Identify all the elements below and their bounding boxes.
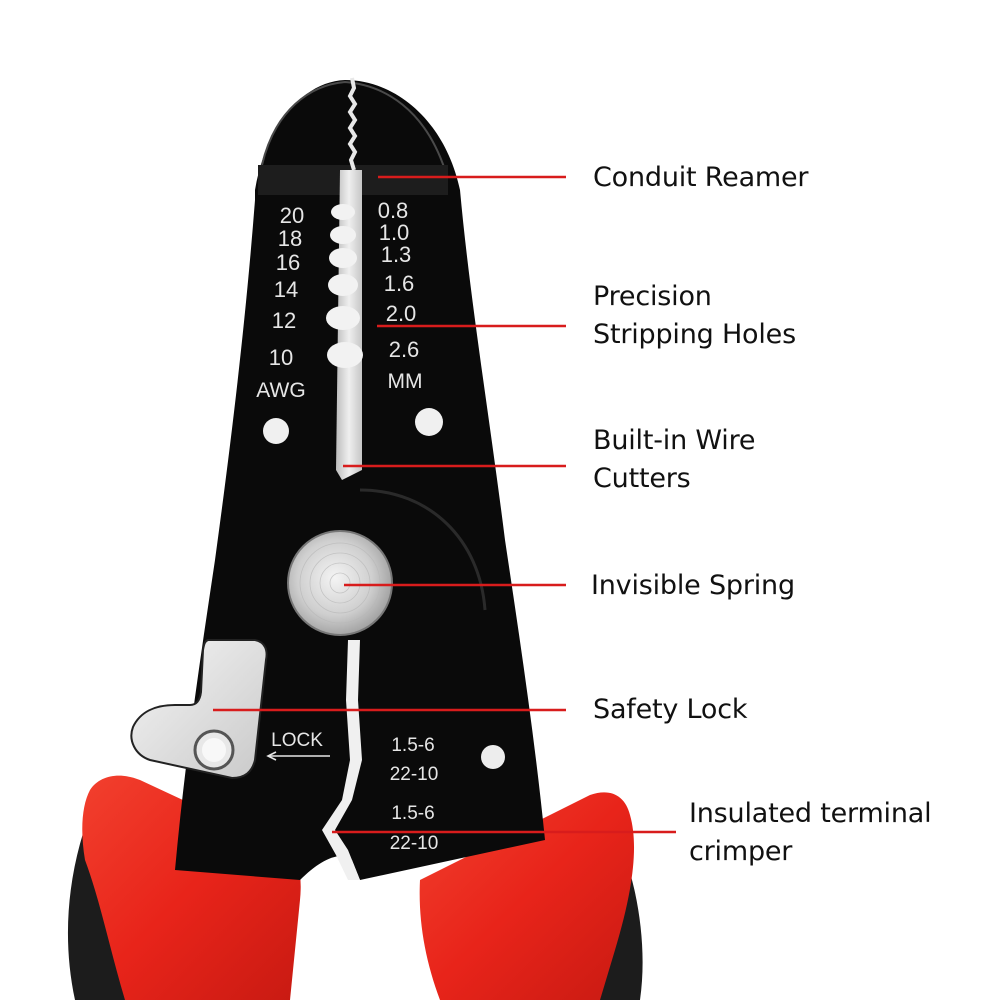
mm-unit: MM xyxy=(388,370,423,393)
right-handle-red xyxy=(419,792,635,1000)
stripping-hole xyxy=(329,248,357,268)
head-dome-highlight xyxy=(261,80,446,171)
stripping-hole xyxy=(330,226,356,244)
awg-unit: AWG xyxy=(256,379,305,402)
callout-lines xyxy=(213,175,676,834)
awg-scale: 20 18 16 14 12 10 AWG xyxy=(256,203,305,402)
callout-text: Stripping Holes xyxy=(593,319,796,350)
awg-value: 16 xyxy=(276,250,300,275)
callout-text: Built-in Wire xyxy=(593,425,756,456)
stripping-hole xyxy=(328,274,358,296)
callout-text: Insulated terminal xyxy=(689,798,932,829)
callout-precision-stripping-holes: Precision Stripping Holes xyxy=(593,278,796,354)
callout-text: Safety Lock xyxy=(593,694,748,725)
mm-value: 2.0 xyxy=(386,301,417,326)
left-arrow-icon xyxy=(266,751,330,761)
pivot-bolt xyxy=(287,530,393,636)
awg-value: 12 xyxy=(272,308,296,333)
lock-marking-text: LOCK xyxy=(271,730,323,751)
rivet-hole-right xyxy=(415,408,443,436)
mm-scale: 0.8 1.0 1.3 1.6 2.0 2.6 MM xyxy=(378,198,423,393)
stripping-holes xyxy=(326,204,363,368)
conduit-reamer-teeth xyxy=(347,77,358,171)
crimp-mm2-value: 1.5-6 xyxy=(391,735,434,756)
awg-value: 14 xyxy=(274,277,298,302)
stripping-hole xyxy=(331,204,355,220)
callout-safety-lock: Safety Lock xyxy=(593,691,748,729)
stripping-hole xyxy=(327,342,363,368)
pivot-bolt-texture xyxy=(299,542,381,624)
mm-value: 1.0 xyxy=(379,220,410,245)
callout-conduit-reamer: Conduit Reamer xyxy=(593,159,809,197)
crimp-awg-value: 22-10 xyxy=(390,833,439,854)
mm-value: 0.8 xyxy=(378,198,409,223)
crimper-jaw-gap xyxy=(322,640,362,880)
callout-text: crimper xyxy=(689,836,793,867)
callout-text: Invisible Spring xyxy=(591,570,795,601)
crimp-markings: 1.5-6 22-10 1.5-6 22-10 xyxy=(390,735,439,854)
crimp-rivet xyxy=(481,745,505,769)
stripping-hole xyxy=(326,306,360,330)
awg-value: 20 xyxy=(280,203,304,228)
callout-text: Conduit Reamer xyxy=(593,162,809,193)
mm-value: 1.3 xyxy=(381,242,412,267)
safety-lock-rivet-inner xyxy=(202,738,226,762)
callout-text: Cutters xyxy=(593,463,691,494)
tool-head-body xyxy=(175,80,545,880)
callout-insulated-terminal-crimper: Insulated terminal crimper xyxy=(689,795,932,871)
callout-text: Precision xyxy=(593,281,712,312)
crimp-awg-value: 22-10 xyxy=(390,764,439,785)
crimp-mm2-value: 1.5-6 xyxy=(391,803,434,824)
mm-value: 2.6 xyxy=(389,337,420,362)
callout-built-in-wire-cutters: Built-in Wire Cutters xyxy=(593,422,755,498)
rivet-hole-left xyxy=(263,418,289,444)
awg-value: 18 xyxy=(278,226,302,251)
mm-value: 1.6 xyxy=(384,271,415,296)
callout-invisible-spring: Invisible Spring xyxy=(591,567,795,605)
awg-value: 10 xyxy=(269,345,293,370)
